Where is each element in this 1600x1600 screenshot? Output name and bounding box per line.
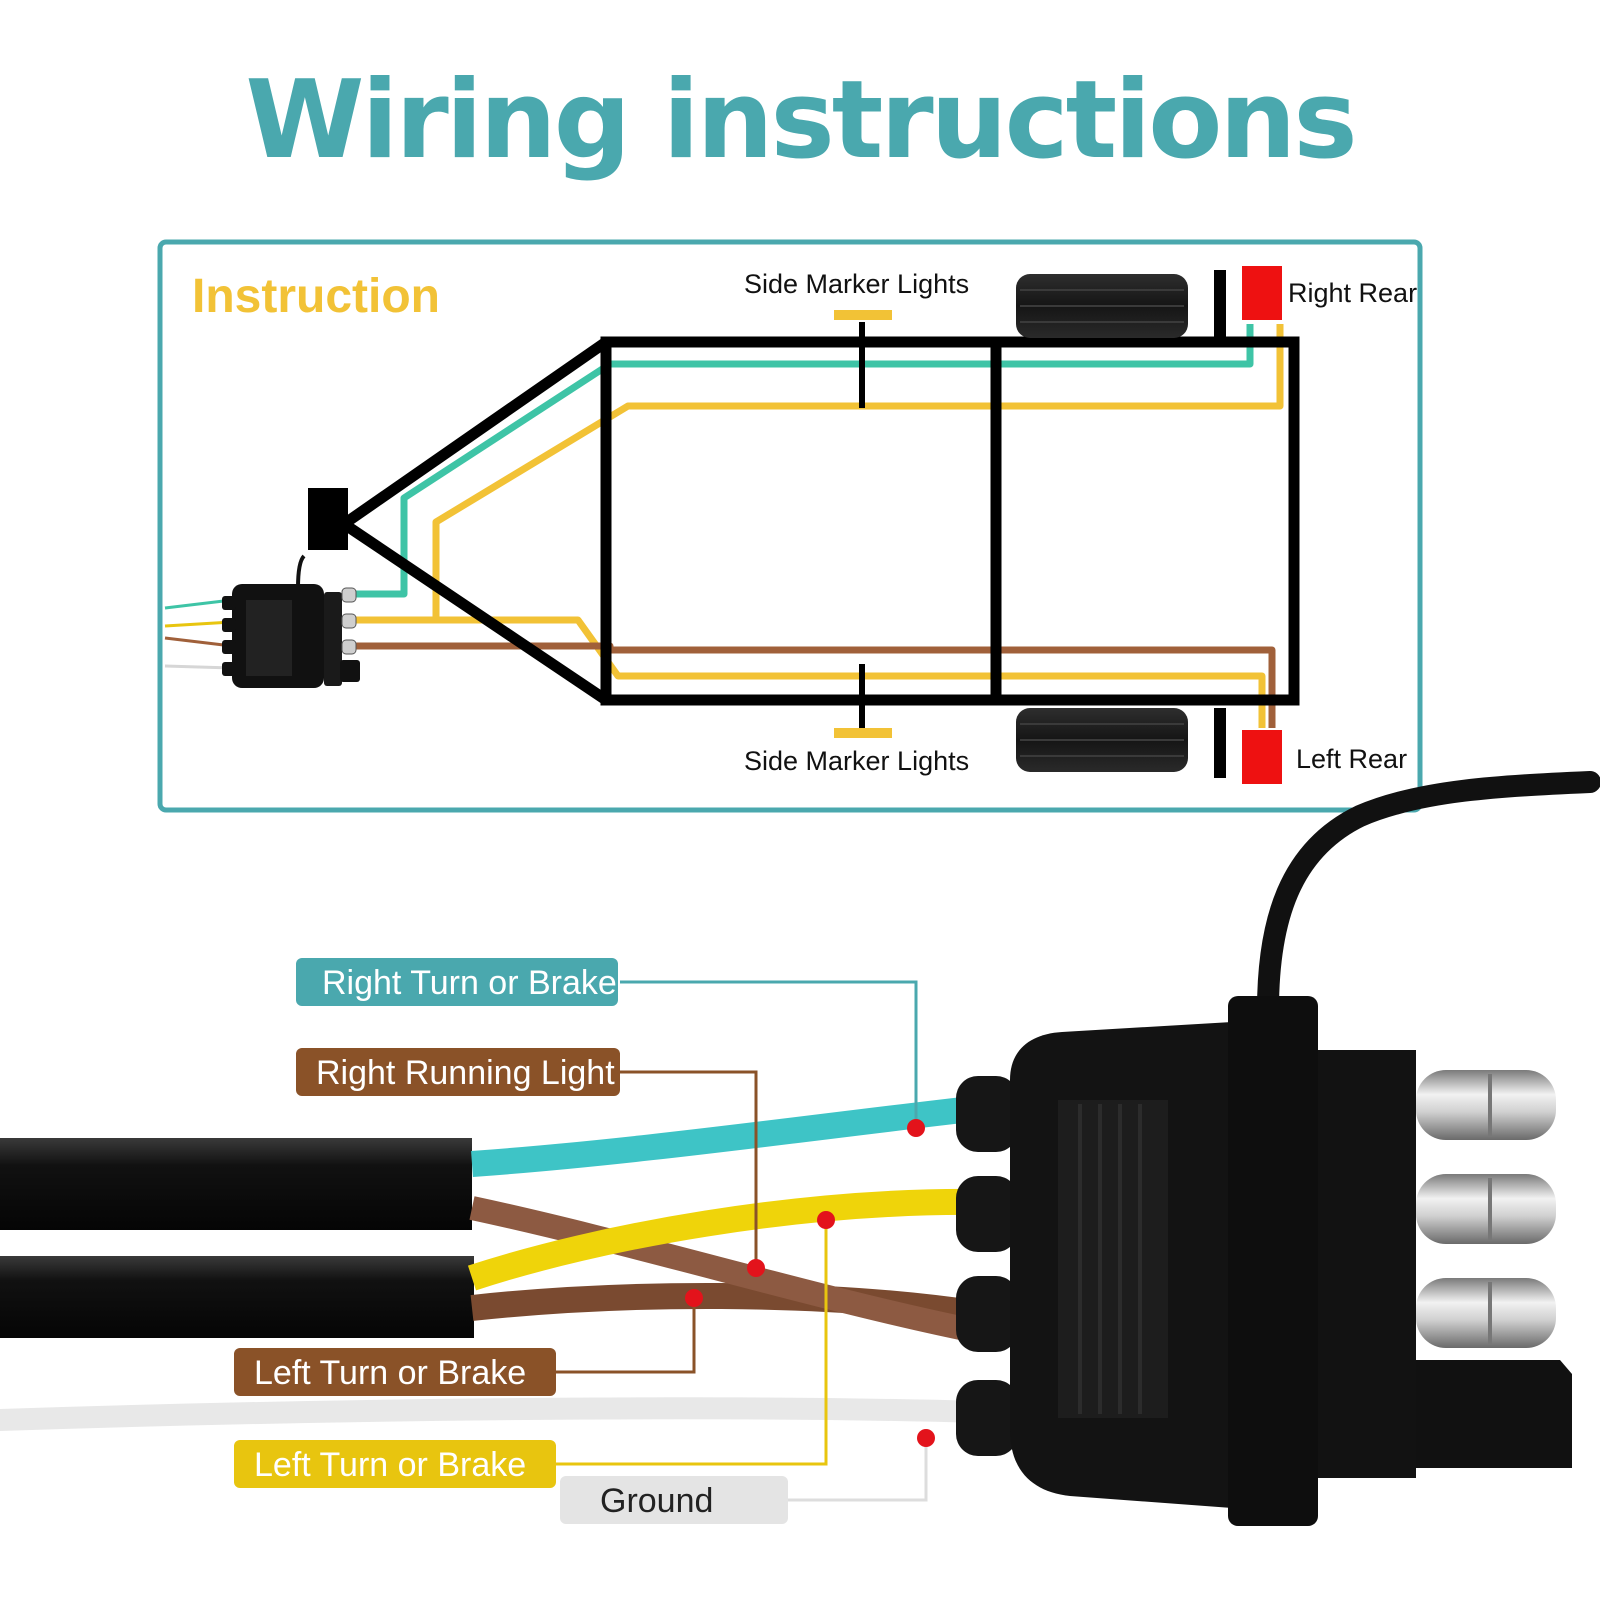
leader-ground: [788, 1438, 928, 1502]
callout-running-light-label: Right Running Light: [316, 1054, 615, 1092]
green-wire: [346, 324, 1254, 598]
callout-right-turn-label: Right Turn or Brake: [322, 964, 617, 1002]
instruction-frame: [157, 239, 1423, 813]
grip-ridges: [1078, 1104, 1142, 1414]
leader-lines: [556, 980, 928, 1502]
connector-illustration: Right Turn or Brake Right Running Light …: [0, 771, 1600, 1526]
white-lead: [164, 664, 233, 670]
wire-boot-1: [956, 1076, 1018, 1152]
dot-running-light: [747, 1259, 765, 1277]
green-wire-photo: [471, 1095, 982, 1177]
yellow-wire-lower: [436, 616, 1266, 728]
cable-sheath-lower: [0, 1256, 474, 1338]
dot-left-turn-yellow: [817, 1211, 835, 1229]
connector-collar: [1228, 996, 1318, 1526]
page-title: Wiring instructions: [245, 58, 1357, 183]
callout-left-turn-brown-label: Left Turn or Brake: [254, 1354, 526, 1392]
tire-top: [1016, 274, 1188, 338]
dot-right-turn: [907, 1119, 925, 1137]
fender-bar-top: [1214, 270, 1226, 338]
pin-1: [1416, 1070, 1556, 1140]
brown-lead: [164, 636, 233, 648]
routing-cable: [1257, 771, 1600, 1021]
side-marker-top: [834, 310, 892, 408]
callout-left-turn-yellow: Left Turn or Brake: [234, 1440, 556, 1488]
left-rear-label: Left Rear: [1296, 744, 1407, 774]
instruction-panel: Instruction Side Mark: [157, 239, 1423, 813]
yellow-wire: [467, 1188, 981, 1291]
dot-left-turn-brown: [685, 1289, 703, 1307]
wire-boot-4: [956, 1380, 1018, 1456]
cable-sheath-upper: [0, 1138, 472, 1230]
dot-ground: [917, 1429, 935, 1447]
brown-wire-upper: [469, 1196, 983, 1344]
callout-ground: Ground: [560, 1476, 788, 1524]
white-wire: [0, 1397, 991, 1431]
side-marker-bottom: [834, 664, 892, 738]
pin-2: [1416, 1174, 1556, 1244]
callout-ground-label: Ground: [600, 1482, 713, 1520]
leader-right-turn: [620, 980, 918, 1128]
callout-running-light: Right Running Light: [296, 1048, 620, 1096]
pin-3: [1416, 1278, 1556, 1348]
tire-bottom: [1016, 708, 1188, 772]
grip-panel: [1058, 1100, 1168, 1418]
instruction-heading: Instruction: [192, 270, 440, 323]
yellow-lead: [164, 620, 233, 628]
leader-left-turn-yellow: [556, 1220, 828, 1466]
callout-left-turn-yellow-label: Left Turn or Brake: [254, 1446, 526, 1484]
side-marker-label-top: Side Marker Lights: [744, 269, 969, 299]
wire-boot-3: [956, 1276, 1018, 1352]
side-marker-label-bottom: Side Marker Lights: [744, 746, 969, 776]
yellow-wire-upper: [346, 324, 1284, 624]
left-rear-light: [1242, 730, 1282, 784]
hitch-coupler: [308, 488, 348, 550]
socket-extension: [1416, 1360, 1572, 1468]
pin-block: [1318, 1050, 1416, 1478]
fender-bar-bottom: [1214, 708, 1226, 778]
wire-boot-2: [956, 1176, 1018, 1252]
green-lead: [164, 598, 233, 610]
right-rear-light: [1242, 266, 1282, 320]
small-connector: [222, 554, 360, 688]
right-rear-label: Right Rear: [1288, 278, 1417, 308]
leader-left-turn-brown: [556, 1298, 696, 1374]
callout-left-turn-brown: Left Turn or Brake: [234, 1348, 556, 1396]
leader-running-light: [620, 1070, 758, 1268]
callout-right-turn: Right Turn or Brake: [296, 958, 618, 1006]
